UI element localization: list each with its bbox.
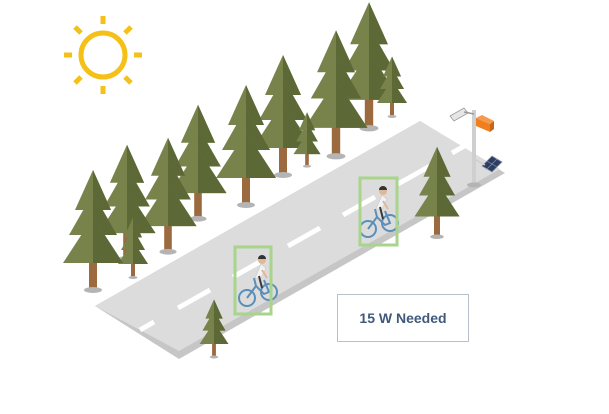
sun-icon — [64, 16, 142, 94]
sensor-box-icon — [476, 115, 494, 132]
sensor-pole — [449, 107, 503, 188]
power-needed-label: 15 W Needed — [337, 294, 469, 342]
solar-panel-icon — [475, 155, 503, 173]
detection-box — [358, 176, 399, 247]
tree — [63, 170, 123, 293]
camera-icon — [449, 107, 475, 122]
detection-box — [233, 245, 273, 316]
tree — [216, 85, 276, 208]
cyclist-detection-1 — [233, 245, 278, 316]
road — [95, 121, 505, 359]
cyclist-detection-2 — [358, 176, 399, 247]
power-needed-text: 15 W Needed — [359, 310, 447, 326]
